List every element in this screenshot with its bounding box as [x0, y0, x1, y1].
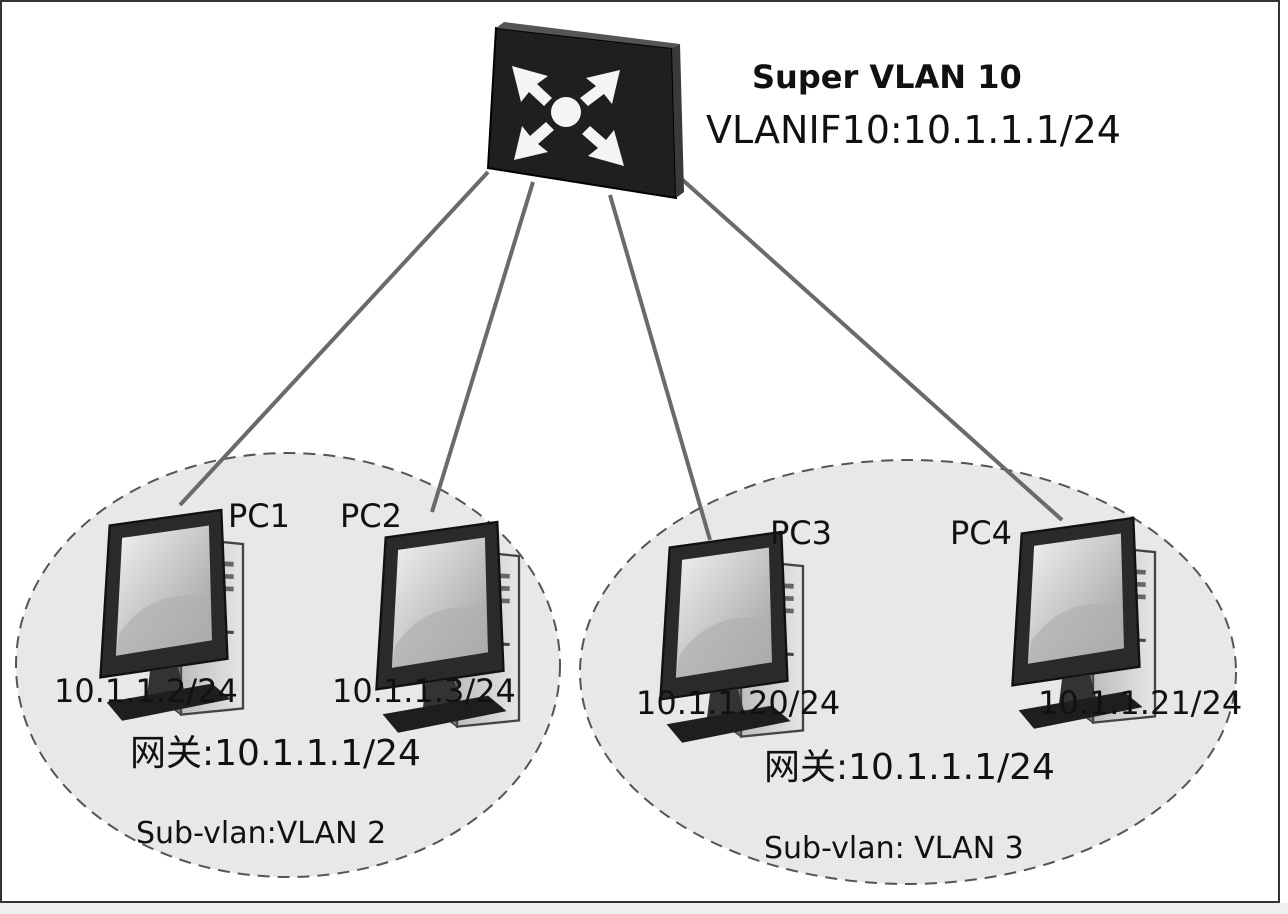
bottom-strip — [0, 903, 1288, 914]
pc-ip: 10.1.1.21/24 — [1038, 684, 1242, 722]
subvlan-label: Sub-vlan: VLAN 3 — [764, 831, 1024, 866]
switch-name: Super VLAN 10 — [752, 58, 1022, 96]
pc-ip: 10.1.1.3/24 — [332, 672, 516, 710]
switch-interface: VLANIF10:10.1.1.1/24 — [706, 108, 1121, 152]
pc-name: PC3 — [770, 514, 832, 552]
pc-ip: 10.1.1.20/24 — [636, 684, 840, 722]
pc-ip: 10.1.1.2/24 — [54, 672, 238, 710]
link-pc3 — [608, 194, 712, 541]
link-pc2 — [430, 181, 535, 513]
pc-name: PC4 — [950, 514, 1012, 552]
pc-name: PC1 — [228, 497, 290, 535]
layer3-switch-icon — [486, 22, 684, 200]
gateway-label: 网关:10.1.1.1/24 — [764, 747, 1055, 788]
link-pc4 — [674, 172, 1064, 522]
link-pc1 — [178, 170, 490, 507]
gateway-label: 网关:10.1.1.1/24 — [130, 733, 421, 774]
pc-name: PC2 — [340, 497, 402, 535]
subvlan-label: Sub-vlan:VLAN 2 — [136, 816, 386, 851]
